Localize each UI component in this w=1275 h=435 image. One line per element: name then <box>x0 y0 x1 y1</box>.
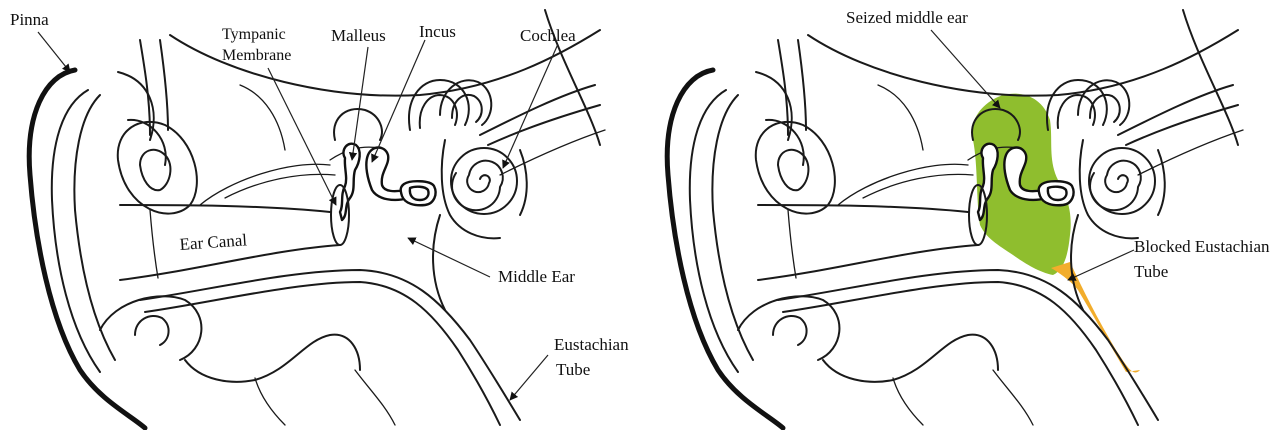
blocked-eustachian-label-line2: Tube <box>1134 262 1168 281</box>
cochlea-leader <box>503 44 558 168</box>
blocked-eustachian-leader <box>1068 250 1134 280</box>
blocked-eustachian-label-line1: Blocked Eustachian <box>1134 237 1270 256</box>
blocked-eustachian-fill <box>1051 262 1140 372</box>
cochlea-label: Cochlea <box>520 26 576 45</box>
tympanic-label-line2: Membrane <box>222 47 291 64</box>
pinna-leader <box>38 32 70 72</box>
incus-leader <box>372 40 425 162</box>
right-ear-diagram: Seized middle ear Blocked Eustachian Tub… <box>667 8 1270 428</box>
eustachian-label-line2: Tube <box>556 360 590 379</box>
middle-ear-leader <box>408 238 490 277</box>
middle-ear-label: Middle Ear <box>498 267 575 286</box>
eustachian-label-line1: Eustachian <box>554 335 629 354</box>
ear-canal-label: Ear Canal <box>179 230 248 254</box>
seized-middle-ear-leader <box>931 30 1000 108</box>
tympanic-leader <box>268 68 336 205</box>
incus-label: Incus <box>419 22 456 41</box>
eustachian-leader <box>510 355 548 400</box>
seized-middle-ear-label: Seized middle ear <box>846 8 968 27</box>
pinna-label: Pinna <box>10 10 49 29</box>
left-ear-diagram: Pinna Tympanic Membrane Malleus Incus Co… <box>10 10 629 428</box>
malleus-label: Malleus <box>331 26 386 45</box>
tympanic-label-line1: Tympanic <box>222 26 286 43</box>
malleus-leader <box>352 47 368 160</box>
